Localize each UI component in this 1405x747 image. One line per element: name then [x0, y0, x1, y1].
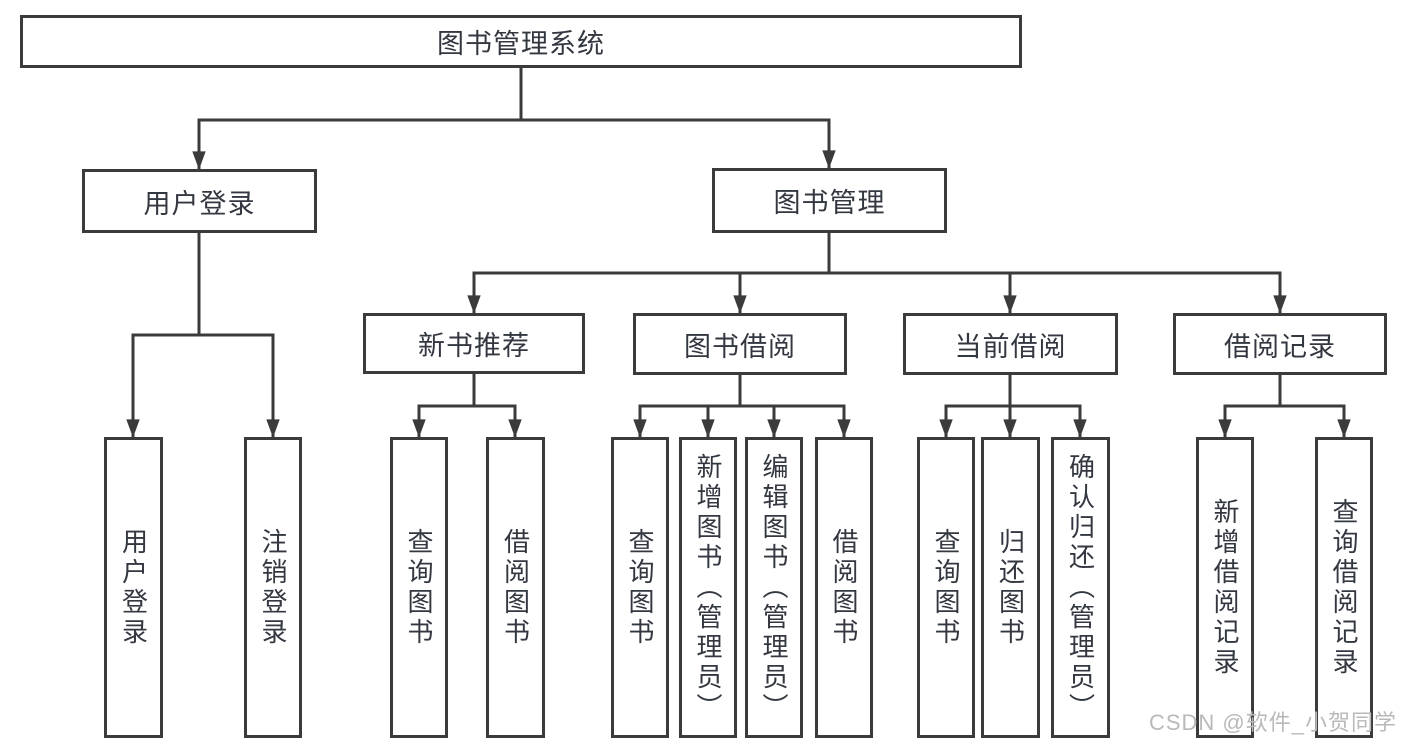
leaf-query-borrow-record: 查询借阅记录: [1315, 437, 1373, 738]
leaf-return-books: 归还图书: [981, 437, 1040, 738]
leaf-borrow-books: 借阅图书: [815, 437, 873, 738]
leaf-query-books-current: 查询图书: [917, 437, 975, 738]
node-borrowing-records: 借阅记录: [1173, 313, 1387, 375]
leaf-logout: 注销登录: [244, 437, 302, 738]
leaf-borrow-books-rec: 借阅图书: [486, 437, 545, 738]
leaf-edit-books-admin: 编辑图书（管理员）: [745, 437, 803, 738]
leaf-add-books-admin: 新增图书（管理员）: [679, 437, 737, 738]
leaf-confirm-return-admin: 确认归还（管理员）: [1051, 437, 1110, 738]
node-new-book-recommendation: 新书推荐: [363, 313, 585, 374]
node-book-management: 图书管理: [712, 168, 947, 233]
leaf-query-books-borrow: 查询图书: [611, 437, 669, 738]
csdn-watermark: CSDN @软件_小贺同学: [1148, 710, 1397, 735]
node-book-borrowing: 图书借阅: [633, 313, 847, 375]
node-library-management-system: 图书管理系统: [20, 15, 1022, 68]
node-current-borrowing: 当前借阅: [903, 313, 1118, 375]
leaf-user-login: 用户登录: [104, 437, 163, 738]
leaf-add-borrow-record: 新增借阅记录: [1196, 437, 1254, 738]
leaf-query-books-rec: 查询图书: [390, 437, 448, 738]
node-user-login: 用户登录: [82, 169, 317, 233]
